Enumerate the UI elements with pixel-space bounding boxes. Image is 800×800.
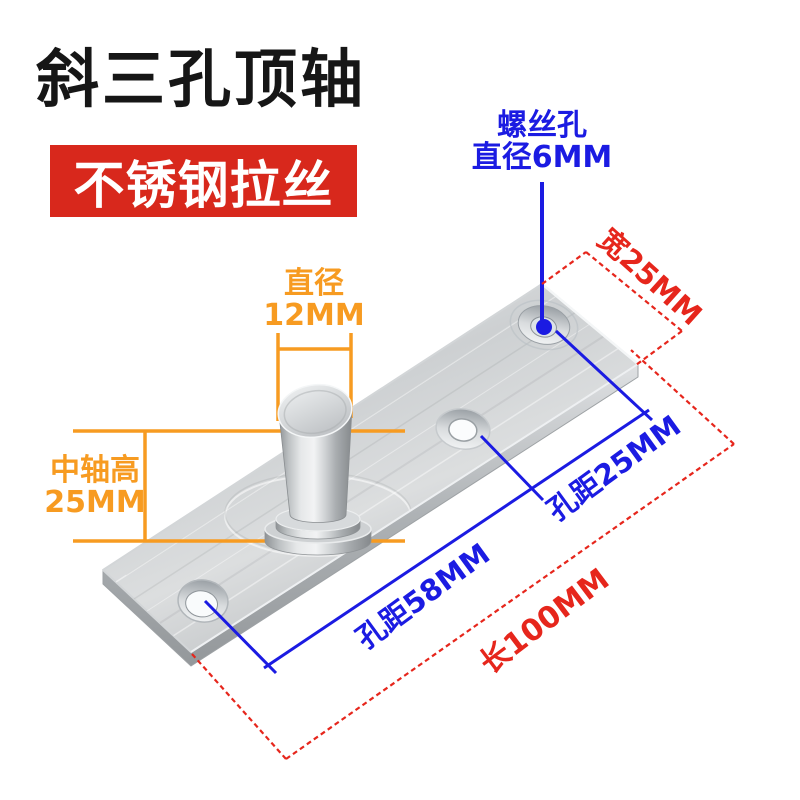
- red-dimension-lines: [191, 251, 735, 760]
- hole-bottom-extension: [203, 599, 278, 675]
- page-title: 斜三孔顶轴: [36, 43, 366, 116]
- pivot-pin: [264, 383, 372, 556]
- material-badge: 不锈钢拉丝: [50, 145, 357, 217]
- material-badge-label: 不锈钢拉丝: [73, 157, 334, 216]
- length-dim-line: [285, 443, 735, 760]
- shaft-height-label-line2: 25MM: [44, 485, 146, 520]
- pin-top-face: [277, 383, 353, 439]
- shaft-height-label-line1: 中轴高: [50, 453, 140, 488]
- pin-diameter-label-line1: 直径: [284, 266, 344, 301]
- width-ext-north: [541, 251, 587, 285]
- hole-top-extension: [554, 329, 654, 422]
- plate-edge-rim: [190, 363, 639, 653]
- length-ext-east: [630, 349, 735, 445]
- screw-hole-middle: [435, 408, 491, 450]
- length-ext-south: [191, 653, 287, 760]
- screw-hole-label-line1: 螺丝孔: [497, 108, 587, 143]
- blue-dimension-lines: [203, 182, 654, 675]
- pin-diameter-label-line2: 12MM: [263, 298, 365, 333]
- pin-diameter-label: 直径 12MM: [234, 268, 394, 332]
- screw-hole-label-line2: 直径6MM: [471, 140, 613, 175]
- screw-hole-pointer-dot: [536, 319, 552, 335]
- shaft-height-label: 中轴高 25MM: [20, 455, 170, 519]
- screw-hole-label: 螺丝孔 直径6MM: [442, 110, 642, 174]
- plate-edge-highlight: [541, 283, 639, 365]
- width-dim-line: [585, 251, 683, 332]
- hole-spacing-dim-line: [263, 408, 650, 670]
- width-ext-east: [635, 330, 683, 366]
